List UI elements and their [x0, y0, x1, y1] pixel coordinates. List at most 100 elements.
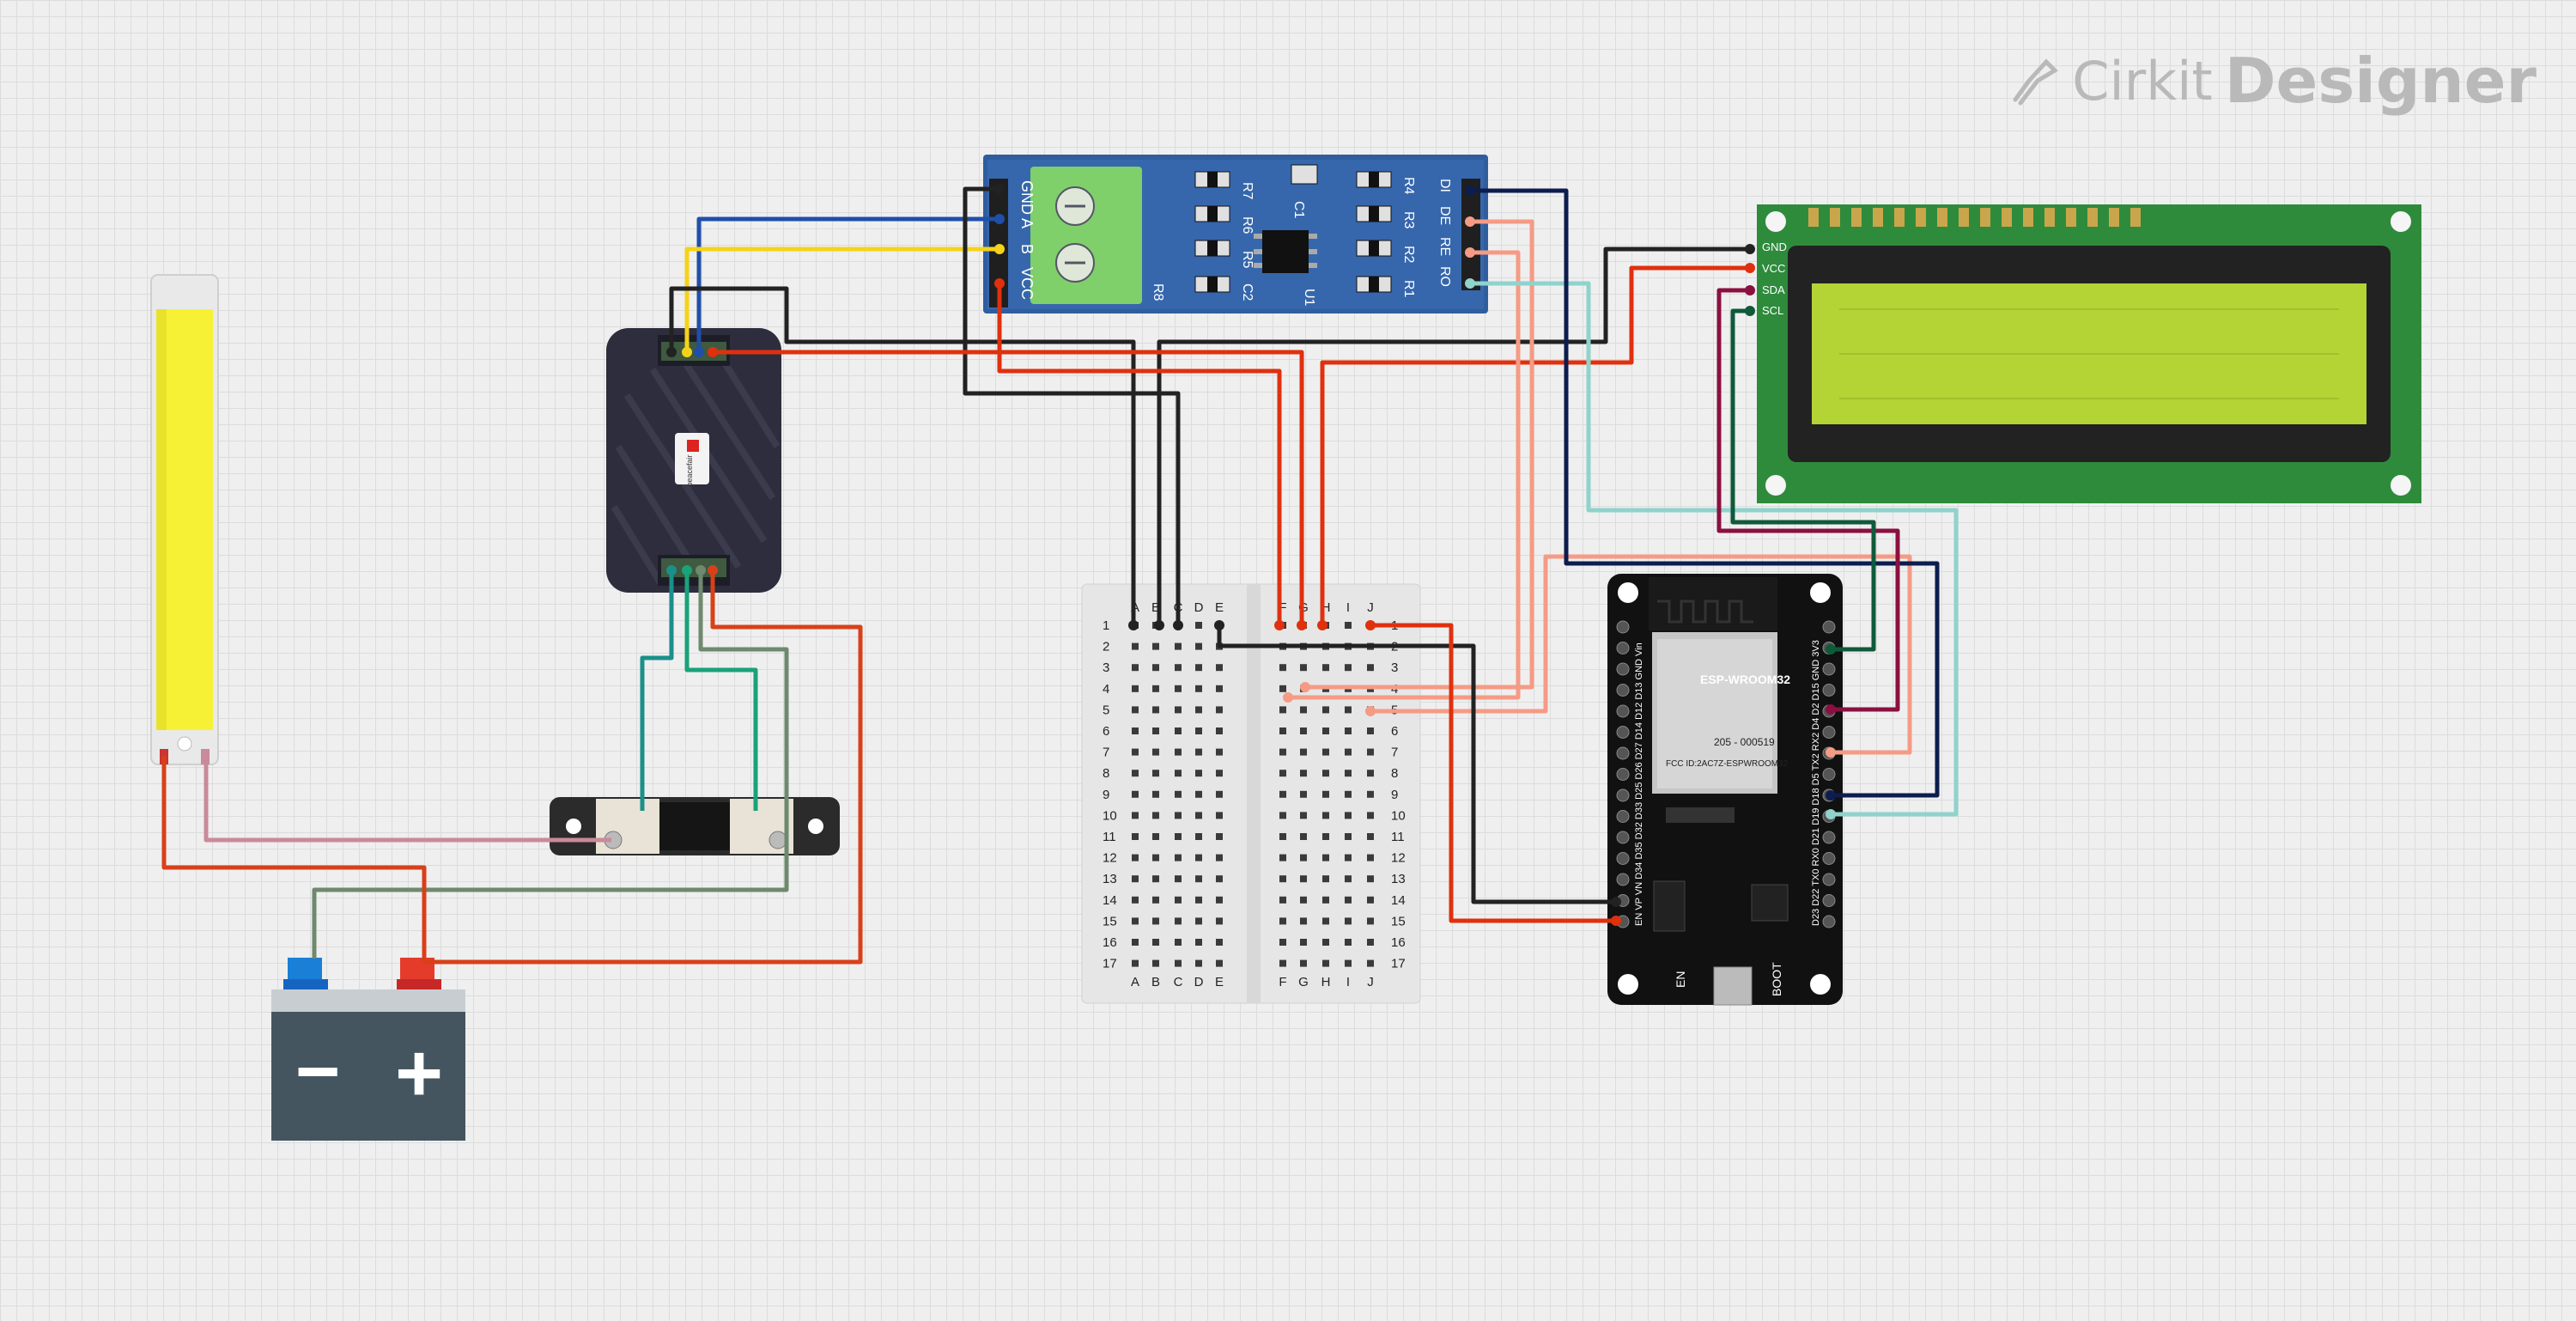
breadboard-hole[interactable]: [1300, 790, 1307, 798]
breadboard-hole[interactable]: [1322, 939, 1329, 946]
esp32-pin[interactable]: [1616, 642, 1630, 654]
breadboard-hole[interactable]: [1195, 939, 1202, 946]
breadboard-hole[interactable]: [1322, 875, 1329, 883]
breadboard-hole[interactable]: [1367, 770, 1374, 777]
esp32-pin[interactable]: [1822, 894, 1836, 907]
battery[interactable]: − +: [271, 958, 465, 1141]
breadboard-hole[interactable]: [1300, 812, 1307, 819]
esp32-pin[interactable]: [1616, 746, 1630, 760]
breadboard-hole[interactable]: [1216, 790, 1223, 798]
breadboard-hole[interactable]: [1322, 917, 1329, 925]
breadboard-hole[interactable]: [1132, 917, 1139, 925]
breadboard-hole[interactable]: [1216, 959, 1223, 967]
breadboard-hole[interactable]: [1279, 959, 1286, 967]
breadboard-hole[interactable]: [1279, 770, 1286, 777]
shunt-resistor[interactable]: [550, 797, 840, 855]
breadboard-hole[interactable]: [1367, 896, 1374, 904]
breadboard-hole[interactable]: [1279, 706, 1286, 714]
breadboard-hole[interactable]: [1132, 939, 1139, 946]
breadboard-hole[interactable]: [1322, 896, 1329, 904]
breadboard-hole[interactable]: [1367, 727, 1374, 734]
breadboard-hole[interactable]: [1345, 875, 1352, 883]
breadboard-hole[interactable]: [1132, 727, 1139, 734]
breadboard-hole[interactable]: [1195, 833, 1202, 840]
breadboard-hole[interactable]: [1132, 812, 1139, 819]
breadboard-hole[interactable]: [1175, 642, 1182, 650]
breadboard-hole[interactable]: [1152, 685, 1159, 692]
breadboard-hole[interactable]: [1175, 812, 1182, 819]
esp32-pin[interactable]: [1822, 684, 1836, 697]
esp32-pin[interactable]: [1616, 620, 1630, 634]
breadboard-hole[interactable]: [1195, 685, 1202, 692]
esp32-pin[interactable]: [1822, 831, 1836, 844]
breadboard-hole[interactable]: [1132, 875, 1139, 883]
led-cob-strip[interactable]: [150, 274, 219, 765]
breadboard-hole[interactable]: [1367, 664, 1374, 672]
breadboard-hole[interactable]: [1175, 664, 1182, 672]
breadboard-hole[interactable]: [1195, 790, 1202, 798]
breadboard-hole[interactable]: [1195, 622, 1202, 629]
breadboard-hole[interactable]: [1345, 854, 1352, 861]
esp32-pin[interactable]: [1616, 831, 1630, 844]
breadboard-hole[interactable]: [1152, 770, 1159, 777]
breadboard-hole[interactable]: [1345, 896, 1352, 904]
breadboard-hole[interactable]: [1195, 664, 1202, 672]
breadboard-hole[interactable]: [1152, 917, 1159, 925]
breadboard-hole[interactable]: [1216, 770, 1223, 777]
breadboard-hole[interactable]: [1195, 642, 1202, 650]
breadboard-hole[interactable]: [1322, 727, 1329, 734]
breadboard-hole[interactable]: [1175, 896, 1182, 904]
breadboard-hole[interactable]: [1152, 727, 1159, 734]
breadboard-hole[interactable]: [1300, 854, 1307, 861]
breadboard-hole[interactable]: [1300, 748, 1307, 756]
breadboard-hole[interactable]: [1345, 917, 1352, 925]
breadboard-hole[interactable]: [1175, 939, 1182, 946]
breadboard-hole[interactable]: [1216, 706, 1223, 714]
breadboard-hole[interactable]: [1300, 770, 1307, 777]
breadboard-hole[interactable]: [1175, 706, 1182, 714]
breadboard-hole[interactable]: [1279, 854, 1286, 861]
esp32-pin[interactable]: [1822, 873, 1836, 886]
breadboard-hole[interactable]: [1175, 790, 1182, 798]
breadboard-hole[interactable]: [1367, 854, 1374, 861]
breadboard-hole[interactable]: [1300, 706, 1307, 714]
wires[interactable]: [161, 186, 1959, 965]
breadboard-hole[interactable]: [1279, 748, 1286, 756]
breadboard-hole[interactable]: [1216, 664, 1223, 672]
breadboard-hole[interactable]: [1152, 748, 1159, 756]
breadboard-hole[interactable]: [1175, 833, 1182, 840]
esp32-pin[interactable]: [1822, 620, 1836, 634]
breadboard-hole[interactable]: [1322, 959, 1329, 967]
breadboard-hole[interactable]: [1195, 812, 1202, 819]
breadboard-hole[interactable]: [1322, 770, 1329, 777]
breadboard-hole[interactable]: [1279, 939, 1286, 946]
breadboard-hole[interactable]: [1195, 706, 1202, 714]
breadboard-hole[interactable]: [1322, 790, 1329, 798]
breadboard-hole[interactable]: [1367, 959, 1374, 967]
breadboard-hole[interactable]: [1195, 727, 1202, 734]
breadboard-hole[interactable]: [1132, 770, 1139, 777]
breadboard-hole[interactable]: [1345, 664, 1352, 672]
breadboard-hole[interactable]: [1216, 748, 1223, 756]
breadboard-hole[interactable]: [1345, 770, 1352, 777]
breadboard-hole[interactable]: [1132, 896, 1139, 904]
breadboard-hole[interactable]: [1367, 748, 1374, 756]
lcd-display[interactable]: GND VCC SDA SCL: [1757, 204, 2421, 503]
esp32-pin[interactable]: [1616, 726, 1630, 739]
breadboard-hole[interactable]: [1345, 812, 1352, 819]
breadboard-hole[interactable]: [1195, 896, 1202, 904]
breadboard-hole[interactable]: [1279, 896, 1286, 904]
breadboard-hole[interactable]: [1367, 917, 1374, 925]
breadboard-hole[interactable]: [1322, 748, 1329, 756]
breadboard-hole[interactable]: [1322, 812, 1329, 819]
breadboard-hole[interactable]: [1345, 622, 1352, 629]
breadboard-hole[interactable]: [1175, 917, 1182, 925]
esp32-pin[interactable]: [1822, 726, 1836, 739]
breadboard-hole[interactable]: [1367, 812, 1374, 819]
breadboard-hole[interactable]: [1279, 833, 1286, 840]
breadboard-hole[interactable]: [1345, 959, 1352, 967]
esp32-pin[interactable]: [1616, 810, 1630, 823]
breadboard-hole[interactable]: [1279, 790, 1286, 798]
breadboard-hole[interactable]: [1132, 854, 1139, 861]
breadboard-hole[interactable]: [1175, 770, 1182, 777]
